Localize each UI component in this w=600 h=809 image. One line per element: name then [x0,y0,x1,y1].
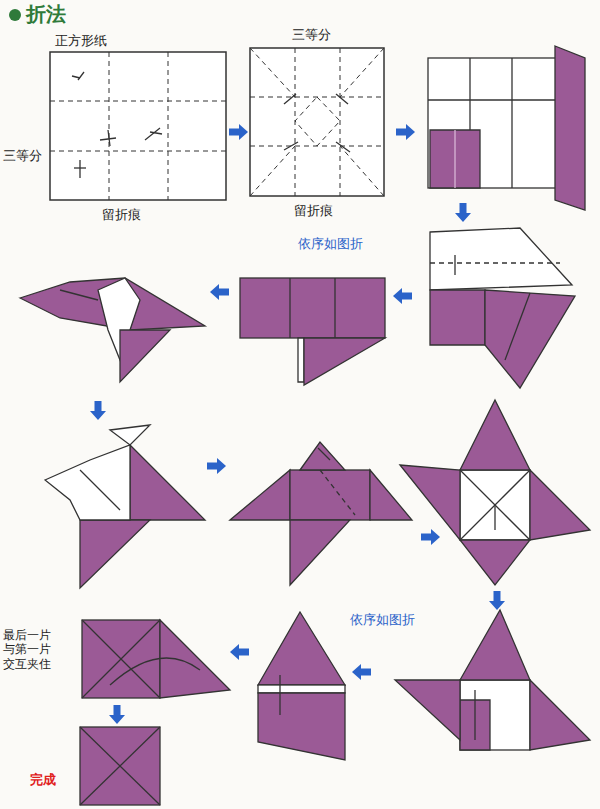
step-note: 三等分 [3,148,42,164]
step-arrows [90,124,505,724]
step-10 [395,610,590,750]
step-7 [45,425,205,588]
step-6 [20,278,205,382]
step-note: 留折痕 [294,203,333,219]
step-note: 三等分 [292,27,331,43]
step-2-square [250,48,384,196]
finished-square [80,727,160,805]
step-note: 留折痕 [102,207,141,223]
diagram-title: 折法 [26,2,66,26]
step-9 [400,400,590,585]
instruction-note: 最后一片 与第一片 交互夹住 [3,628,53,671]
step-3 [428,46,585,210]
step-5 [240,278,385,385]
finish-label: 完成 [30,772,56,788]
step-8 [230,442,412,585]
title-dot [9,9,21,21]
instruction-note: 依序如图折 [350,612,415,628]
step-note: 正方形纸 [55,33,107,49]
step-12 [82,620,230,698]
instruction-note: 依序如图折 [298,236,363,252]
step-1-square [50,52,226,200]
step-4 [430,228,575,388]
step-11 [258,612,345,760]
